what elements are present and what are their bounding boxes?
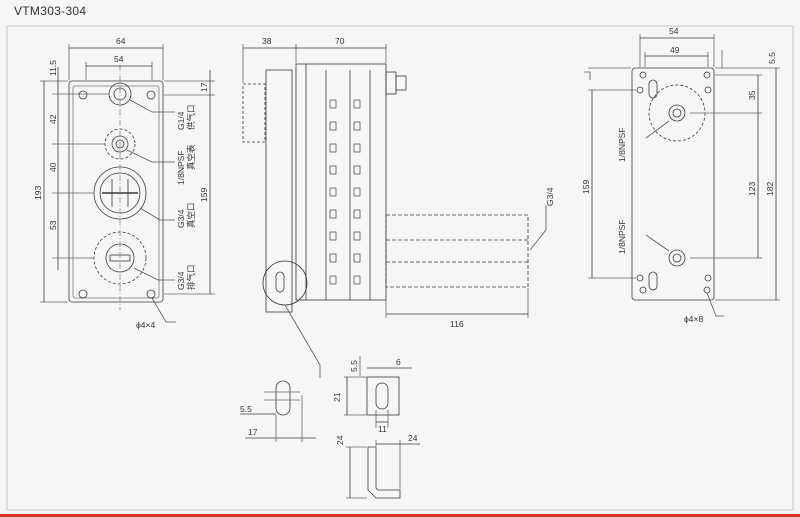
label-port2-thread: 1/8NPSF (176, 151, 186, 186)
label-back-left: 159 (581, 180, 591, 194)
label-side-right: 70 (335, 36, 345, 46)
label-side-muffler: 116 (450, 319, 464, 329)
label-detail-slot: 11 (378, 424, 387, 434)
label-port3-name: 真空口 (186, 202, 196, 228)
front-inner (72, 85, 160, 299)
side-plate (265, 69, 293, 313)
bracket-foot (367, 446, 401, 499)
side-fitting-nut (395, 75, 407, 91)
leader-back-top (645, 120, 670, 139)
label-side-left: 38 (262, 36, 272, 46)
back-hole (704, 86, 712, 94)
back-hole (636, 274, 644, 282)
bracket-slot (375, 382, 389, 410)
label-detail-slotwidth: 17 (248, 427, 258, 437)
back-hole (636, 86, 644, 94)
back-view (584, 34, 780, 317)
label-detail-edge: 6 (396, 357, 401, 367)
detail-circle (262, 260, 308, 306)
bottom-rule (0, 514, 800, 517)
back-plate (631, 67, 715, 301)
side-fitting (385, 71, 397, 95)
label-back-mount: ϕ4×8 (684, 314, 703, 324)
detail-leader (284, 304, 321, 378)
label-detail-height: 21 (332, 392, 342, 402)
label-front-pitch1: 42 (48, 114, 58, 124)
front-view (40, 44, 215, 323)
side-bracket (242, 83, 266, 143)
leader-mount (151, 297, 176, 323)
front-body (68, 80, 164, 303)
side-view (242, 44, 547, 378)
back-hole (703, 286, 711, 294)
side-slots (329, 99, 361, 285)
detail-slot-large (275, 380, 291, 416)
back-port-top-inner (672, 108, 682, 118)
back-hole (639, 71, 647, 79)
label-back-top: 35 (747, 90, 757, 100)
mount-hole-tl (78, 90, 88, 100)
label-back-edge: 5.5 (767, 52, 777, 64)
label-port2-name: 真空表 (186, 144, 196, 170)
bracket-side (366, 376, 400, 416)
label-front-pitch3: 53 (48, 220, 58, 230)
leader-npsf (126, 149, 175, 163)
label-port4-name: 排气口 (186, 264, 196, 290)
label-front-inner: 159 (199, 188, 209, 202)
label-port1-name: 供气口 (186, 104, 196, 130)
drawing-frame (6, 25, 794, 511)
back-slot (648, 79, 658, 99)
label-detail-foot-h: 24 (335, 435, 345, 445)
label-detail-gap: 5.5 (240, 404, 252, 414)
detail-views (240, 356, 420, 499)
label-detail-foot-w: 24 (408, 433, 418, 443)
label-front-port1: 17 (199, 82, 209, 92)
leader-g34-exh (133, 267, 175, 281)
back-hole (704, 274, 712, 282)
back-slot (648, 271, 658, 291)
label-back-total: 182 (765, 182, 775, 196)
mount-hole-tr (146, 90, 156, 100)
label-front-pitch2: 40 (48, 162, 58, 172)
label-front-height: 193 (33, 186, 43, 200)
label-back-port-bottom: 1/8NPSF (617, 220, 627, 255)
back-port-bottom (668, 249, 686, 267)
label-back-holes: 49 (670, 45, 680, 55)
muffler (385, 214, 529, 288)
mount-hole-br (146, 289, 156, 299)
back-hole (703, 71, 711, 79)
label-back-width: 54 (669, 26, 679, 36)
detail-slot (275, 271, 285, 293)
label-back-pitch: 123 (747, 182, 757, 196)
label-front-mount: ϕ4×4 (136, 320, 155, 330)
back-port-bottom-inner (672, 253, 682, 263)
label-back-port-top: 1/8NPSF (617, 128, 627, 163)
label-port4-thread: G3/4 (176, 271, 186, 290)
label-front-width: 64 (116, 36, 126, 46)
label-port1-thread: G1/4 (176, 111, 186, 130)
back-port-top (668, 104, 686, 122)
drawing-title: VTM303-304 (14, 4, 87, 18)
leader-g34-vac (139, 207, 175, 221)
leader-g34-muffler (529, 205, 547, 251)
flatness-mark (584, 71, 591, 80)
label-detail-top: 5.5 (349, 360, 359, 372)
side-body (295, 63, 387, 301)
leader-back-mount (706, 292, 724, 317)
label-port3-thread: G3/4 (176, 209, 186, 228)
label-front-holes: 54 (114, 54, 124, 64)
label-side-thread: G3/4 (545, 187, 555, 206)
leader-back-bottom (645, 234, 670, 252)
leader-g14 (129, 99, 175, 113)
back-hole (639, 286, 647, 294)
mount-hole-bl (78, 289, 88, 299)
label-front-top: 11.5 (48, 60, 58, 76)
